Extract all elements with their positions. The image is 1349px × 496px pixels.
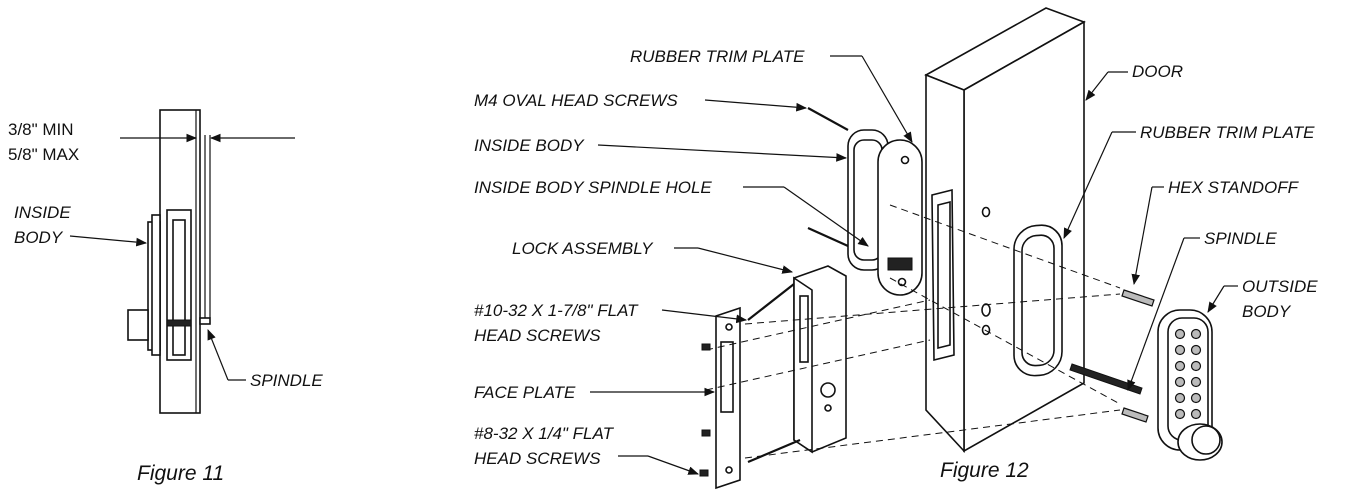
label-outside-body-1: OUTSIDE (1242, 277, 1318, 296)
figure-11: 3/8" MIN 5/8" MAX INSIDE BODY SPINDLE Fi… (8, 109, 323, 485)
label-lock-assembly: LOCK ASSEMBLY (512, 239, 654, 258)
label-m4-oval-head-screws: M4 OVAL HEAD SCREWS (474, 91, 678, 110)
label-spindle: SPINDLE (1204, 229, 1277, 248)
label-rubber-trim-plate-top: RUBBER TRIM PLATE (630, 47, 805, 66)
fig11-inside-body-label-2: BODY (14, 228, 64, 247)
figure-12: RUBBER TRIM PLATE M4 OVAL HEAD SCREWS IN… (474, 7, 1318, 490)
label-rubber-trim-plate-right: RUBBER TRIM PLATE (1140, 123, 1315, 142)
label-outside-body-2: BODY (1242, 302, 1292, 321)
label-inside-body: INSIDE BODY (474, 136, 585, 155)
fig11-caption: Figure 11 (137, 462, 224, 485)
fig11-dim-min: 3/8" MIN (8, 120, 74, 139)
rubber-trim-plate-left-shape (877, 139, 923, 296)
hex-standoff-shape (1121, 289, 1155, 307)
fig11-dim-max: 5/8" MAX (8, 145, 79, 164)
label-10-32-screws-1: #10-32 X 1-7/8" FLAT (474, 301, 639, 320)
keypad-buttons (1174, 328, 1202, 420)
label-door: DOOR (1132, 62, 1183, 81)
label-8-32-screws-2: HEAD SCREWS (474, 449, 601, 468)
fig11-spindle-label: SPINDLE (250, 371, 323, 390)
fig11-inside-body-label-1: INSIDE (14, 203, 71, 222)
fig12-caption: Figure 12 (940, 459, 1029, 482)
label-inside-body-spindle-hole: INSIDE BODY SPINDLE HOLE (474, 178, 712, 197)
spindle-shape (199, 317, 211, 325)
spindle-bar-shape (1069, 363, 1143, 395)
label-hex-standoff: HEX STANDOFF (1168, 178, 1300, 197)
label-10-32-screws-2: HEAD SCREWS (474, 326, 601, 345)
label-8-32-screws-1: #8-32 X 1/4" FLAT (474, 424, 615, 443)
label-face-plate: FACE PLATE (474, 383, 576, 402)
